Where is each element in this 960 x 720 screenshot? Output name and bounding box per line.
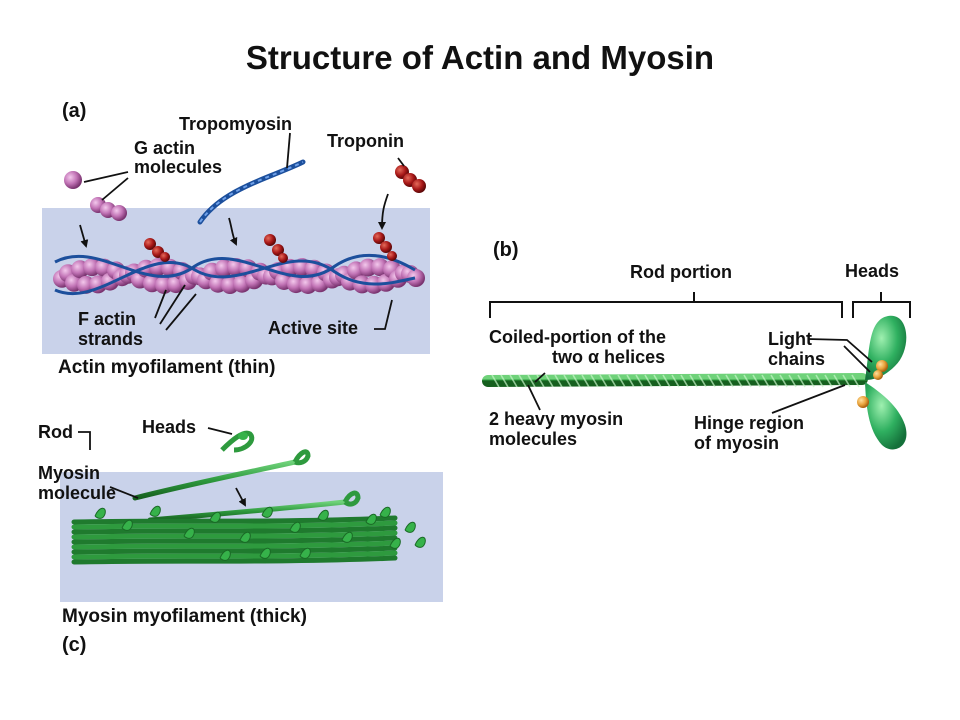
panel-b-letter: (b) [493, 239, 519, 261]
heads-label-c: Heads [142, 417, 197, 437]
tropomyosin-label: Tropomyosin [179, 114, 293, 134]
light-chains-label-line2: chains [768, 349, 826, 369]
active-site-label: Active site [268, 318, 359, 338]
panel-a-letter: (a) [62, 100, 87, 122]
myosin-coiled-rod [482, 373, 868, 388]
light-chains-label-line1: Light [768, 329, 812, 349]
f-actin-label-line1: F actin [78, 309, 137, 329]
g-actin-label-line2: molecules [134, 157, 223, 177]
myosin-myofilament-caption: Myosin myofilament (thick) [62, 606, 307, 627]
panel-c-letter: (c) [62, 634, 87, 656]
myosin-heads [865, 315, 907, 450]
coiled-portion-label-line2: two α helices [552, 347, 666, 367]
rod-portion-label: Rod portion [630, 262, 732, 282]
f-actin-label-line2: strands [78, 329, 144, 349]
single-myosin-molecule [92, 430, 255, 455]
thick-filament-bundle [71, 505, 426, 565]
hinge-region-label-line2: of myosin [694, 433, 780, 453]
rod-portion-bracket [489, 292, 843, 318]
panel-a-leader-lines [79, 132, 405, 331]
myosin-molecule-label-line1: Myosin [38, 463, 101, 483]
hinge-region-label-line1: Hinge region [694, 413, 805, 433]
troponin-label: Troponin [327, 131, 404, 151]
heads-bracket [852, 292, 911, 318]
actin-myofilament-caption: Actin myofilament (thin) [58, 357, 276, 378]
tropomyosin-strand [197, 159, 306, 225]
myosin-molecule-joining [147, 490, 361, 523]
f-actin-filament [53, 232, 425, 296]
light-chains [857, 360, 888, 408]
coiled-portion-label-line1: Coiled-portion of the [489, 327, 666, 347]
heads-label-b: Heads [845, 261, 900, 281]
myosin-molecule-angled [132, 449, 311, 501]
g-actin-label-line1: G actin [134, 138, 196, 158]
rod-label: Rod [38, 422, 73, 442]
g-actin-molecules [64, 171, 127, 221]
heavy-myosin-label-line1: 2 heavy myosin [489, 409, 624, 429]
heavy-myosin-label-line2: molecules [489, 429, 578, 449]
troponin-complex [395, 165, 426, 193]
page-title: Structure of Actin and Myosin [245, 39, 715, 76]
myosin-molecule-label-line2: molecule [38, 483, 117, 503]
panel-b-leader-lines [527, 338, 873, 414]
panel-c-leader-lines [78, 427, 246, 507]
